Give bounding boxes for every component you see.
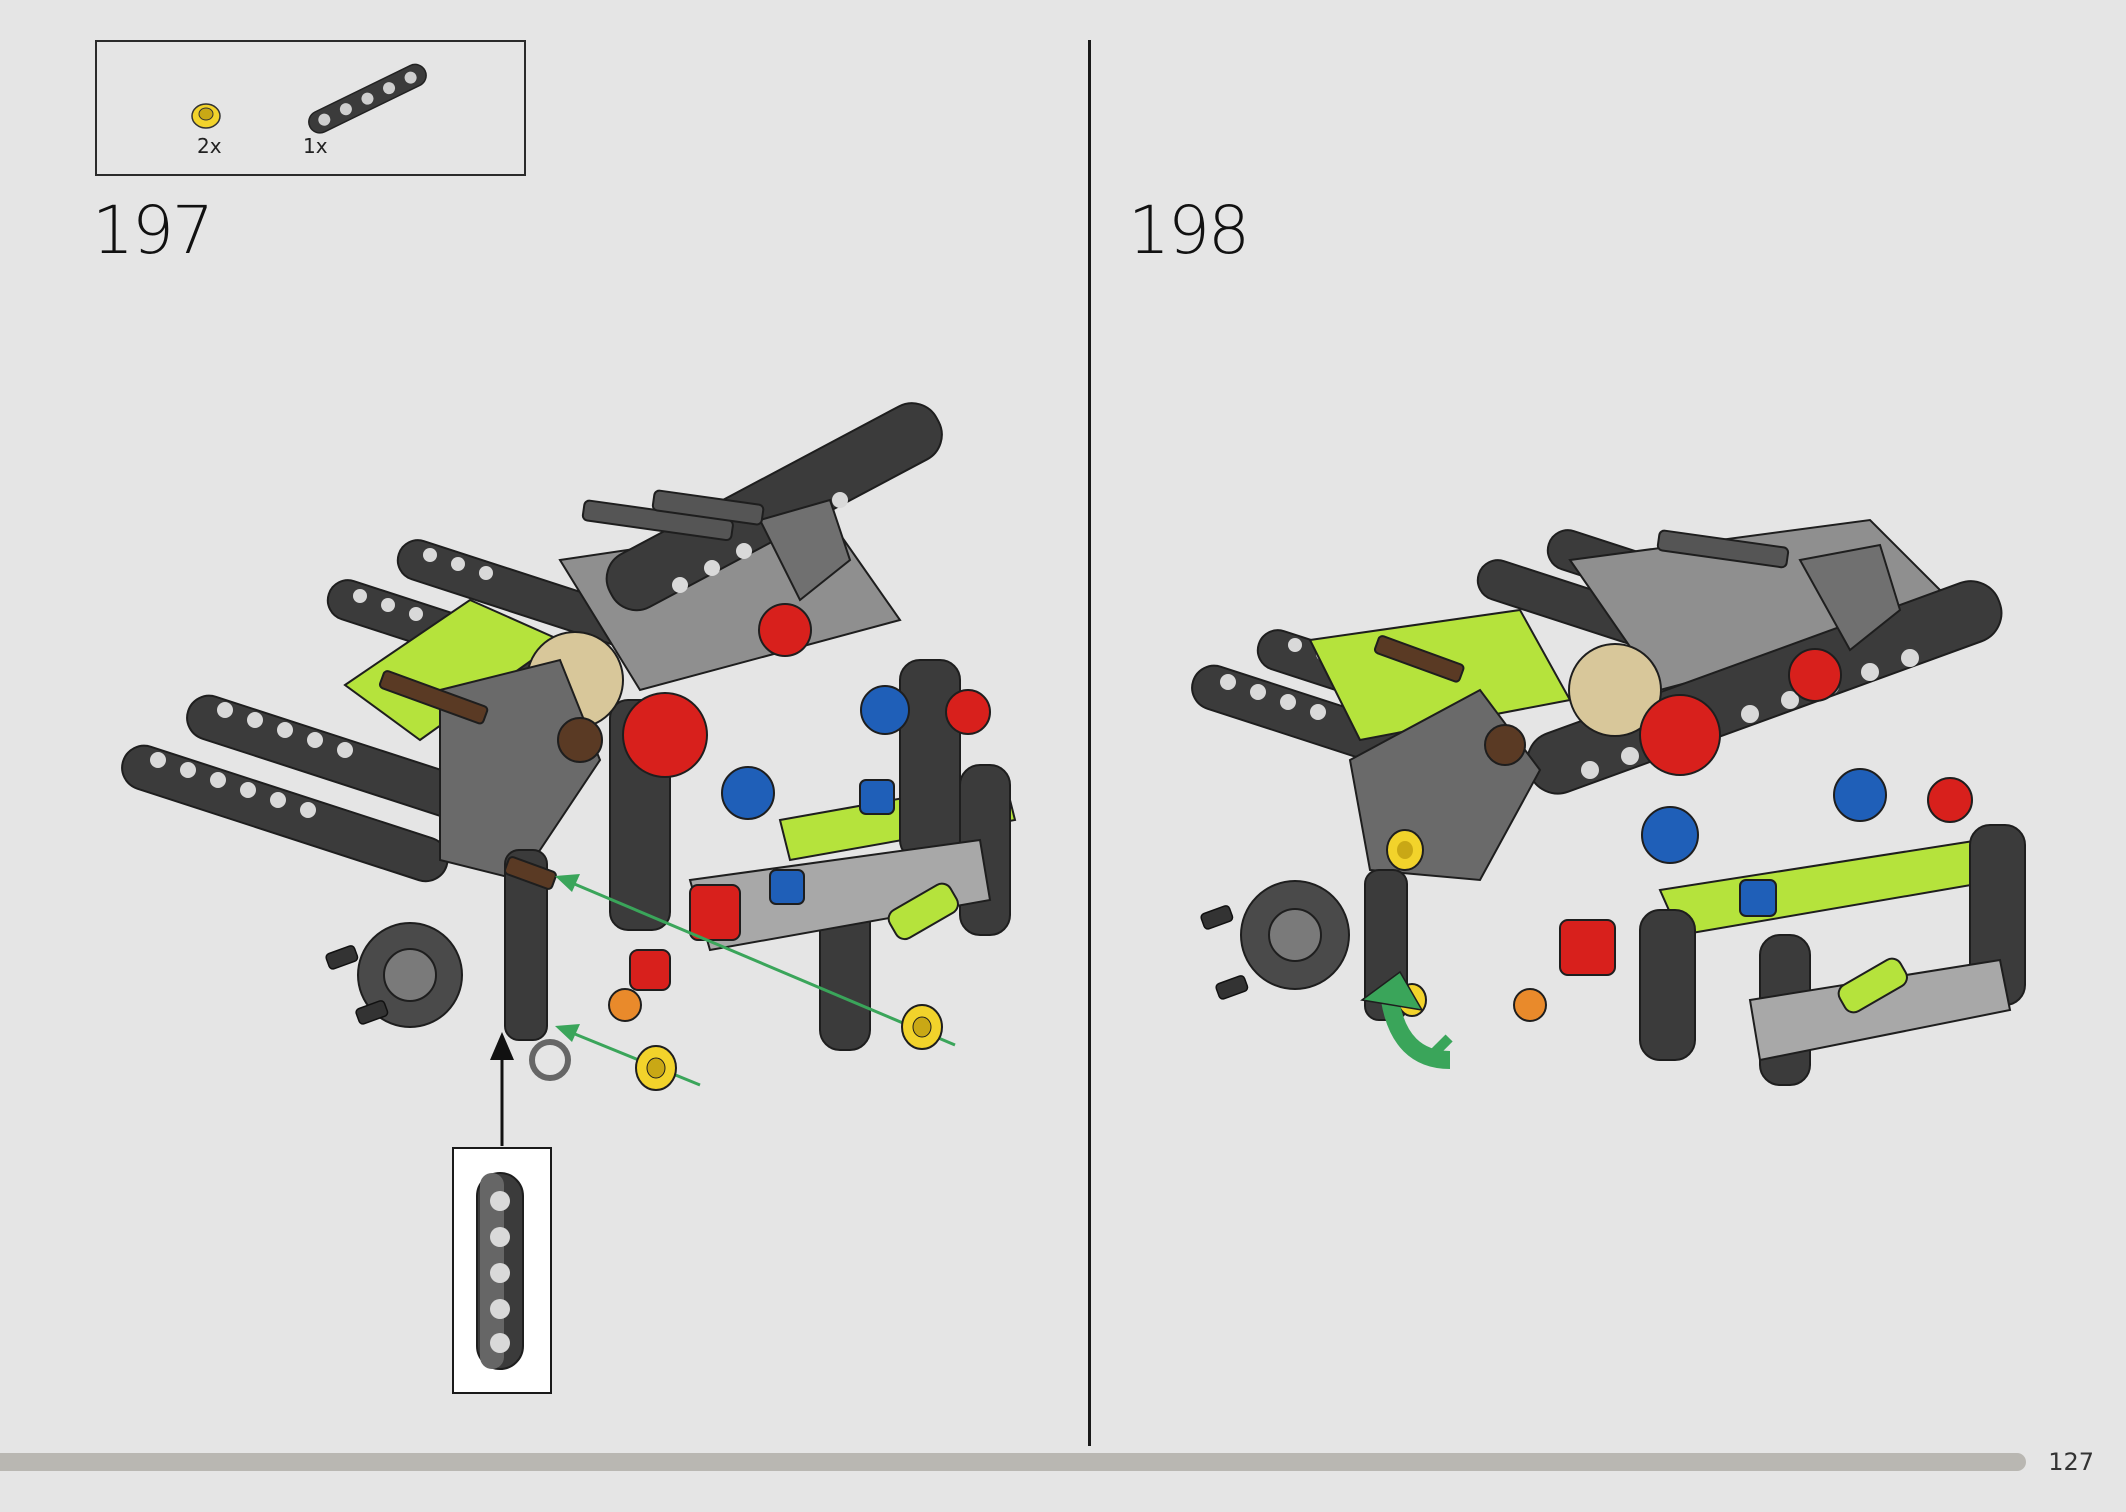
yellow-bush-icon: [191, 103, 221, 129]
page-number: 127: [2048, 1448, 2094, 1476]
beam-orientation-icon: [476, 1172, 524, 1370]
callout-box: [452, 1147, 552, 1394]
progress-bar: [0, 1453, 2026, 1471]
step-number-198: 198: [1128, 192, 1250, 269]
parts-list-box: 2x 1x: [95, 40, 526, 176]
part-qty-beam: 1x: [303, 134, 328, 158]
step-198-model-illustration: [1191, 518, 2026, 1086]
dark-grey-beam-5-icon: [308, 63, 427, 134]
step-divider: [1088, 40, 1091, 1446]
callout-arrow: [490, 1032, 514, 1146]
step-number-197: 197: [92, 192, 214, 269]
part-qty-bush: 2x: [197, 134, 222, 158]
step-197-model-illustration: [121, 402, 1017, 1091]
